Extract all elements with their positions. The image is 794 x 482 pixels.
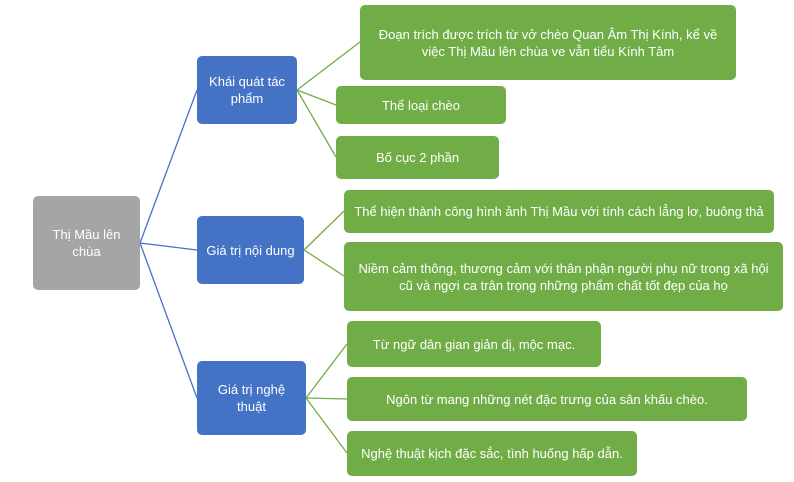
leaf-label: Bố cục 2 phần <box>375 150 460 165</box>
connector-root-branch-3 <box>139 242 198 399</box>
branch-label: Giá trị nghệ thuật <box>217 382 286 414</box>
leaf-node: Bố cục 2 phần <box>336 136 499 179</box>
branch-label: Khái quát tác phẩm <box>209 74 285 106</box>
leaf-label: Đoạn trích được trích từ vở chèo Quan Âm… <box>378 26 718 59</box>
connector-root-branch-2 <box>139 242 198 251</box>
connector-branch2-leaf1 <box>303 210 345 251</box>
root-label: Thị Mầu lên chùa <box>52 227 121 259</box>
connector-branch3-leaf1 <box>305 343 348 399</box>
leaf-node: Từ ngữ dân gian giản dị, mộc mạc. <box>347 321 601 367</box>
leaf-node: Đoạn trích được trích từ vở chèo Quan Âm… <box>360 5 736 80</box>
connector-branch3-leaf3 <box>305 397 348 454</box>
root-node: Thị Mầu lên chùa <box>33 196 140 290</box>
leaf-node: Nghệ thuật kịch đặc sắc, tình huống hấp … <box>347 431 637 476</box>
leaf-node: Thể hiện thành công hình ảnh Thị Mầu với… <box>344 190 774 233</box>
leaf-label: Niềm cảm thông, thương cảm với thân phận… <box>358 260 769 293</box>
branch-node-gia-tri-noi-dung: Giá trị nội dung <box>197 216 304 284</box>
leaf-node: Thể loại chèo <box>336 86 506 124</box>
leaf-node: Niềm cảm thông, thương cảm với thân phận… <box>344 242 783 311</box>
connector-branch1-leaf1 <box>296 41 361 91</box>
connector-branch3-leaf2 <box>305 397 348 400</box>
leaf-label: Thể hiện thành công hình ảnh Thị Mầu với… <box>354 204 764 219</box>
connector-branch1-leaf3 <box>296 89 337 158</box>
leaf-node: Ngôn từ mang những nét đặc trưng của sân… <box>347 377 747 421</box>
connector-branch2-leaf2 <box>303 249 345 277</box>
leaf-label: Nghệ thuật kịch đặc sắc, tình huống hấp … <box>361 446 623 461</box>
leaf-label: Thể loại chèo <box>381 97 461 113</box>
connector-root-branch-1 <box>139 89 198 244</box>
branch-label: Giá trị nội dung <box>206 242 295 258</box>
branch-node-khai-quat: Khái quát tác phẩm <box>197 56 297 124</box>
leaf-label: Từ ngữ dân gian giản dị, mộc mạc. <box>372 336 576 352</box>
connector-branch1-leaf2 <box>296 89 337 106</box>
branch-node-gia-tri-nghe-thuat: Giá trị nghệ thuật <box>197 361 306 435</box>
leaf-label: Ngôn từ mang những nét đặc trưng của sân… <box>386 391 708 407</box>
